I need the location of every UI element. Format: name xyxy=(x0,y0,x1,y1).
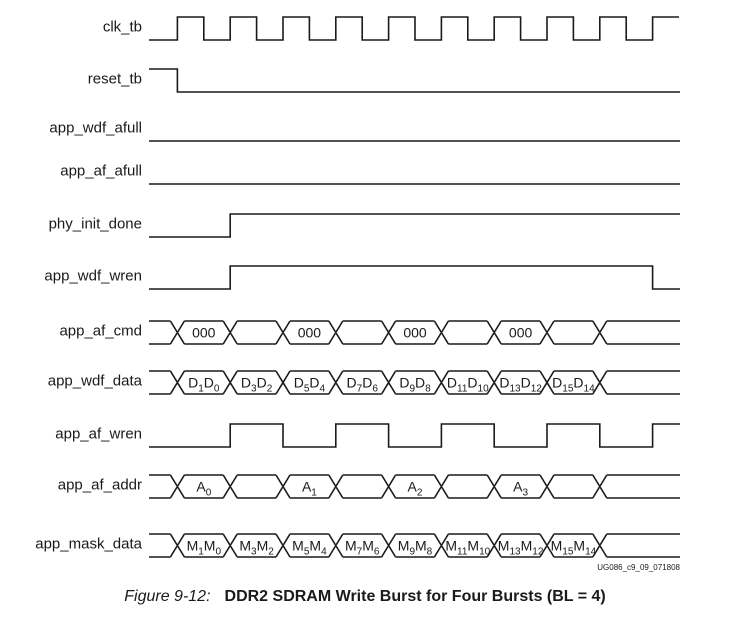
bus-value: M11M10 xyxy=(445,538,490,558)
signal-label-app-af-wren: app_af_wren xyxy=(55,425,142,442)
waveform-app-mask-data: M1M0 M3M2 M5M4 M7M6 M9M8 M11M10 M13M12 M15M14 xyxy=(149,533,680,558)
bus-outline xyxy=(149,533,680,558)
bus-value: A1 xyxy=(302,479,317,499)
waveform-app-wdf-data: D1D0 D3D2 D5D4 D7D6 D9D8 D11D10 D13D12 D15D14 xyxy=(149,370,680,395)
bus-value: D13D12 xyxy=(499,375,542,395)
bus-value: D5D4 xyxy=(294,375,326,395)
waveform-app-af-cmd: 000 000 000 000 xyxy=(149,320,680,345)
figure-caption: Figure 9-12: DDR2 SDRAM Write Burst for F… xyxy=(0,588,730,606)
bus-value: M1M0 xyxy=(187,538,222,558)
bus-value: M5M4 xyxy=(292,538,327,558)
signal-label-app-mask-data: app_mask_data xyxy=(35,535,142,552)
bus-value: A0 xyxy=(196,479,211,499)
bus-value: D9D8 xyxy=(399,375,431,395)
bus-outline xyxy=(149,370,680,395)
waveform-phy-init-done xyxy=(149,213,680,238)
bus-value: 000 xyxy=(298,325,322,341)
bus-outline xyxy=(149,320,680,345)
bus-value: D1D0 xyxy=(188,375,220,395)
figure-number: Figure 9-12: xyxy=(124,588,211,605)
bus-value: M15M14 xyxy=(551,538,597,558)
waveform-app-af-addr: A0 A1 A2 A3 xyxy=(149,474,680,499)
signal-label-clk-tb: clk_tb xyxy=(103,18,142,35)
bus-value: D7D6 xyxy=(347,375,379,395)
waveform-clk-tb xyxy=(149,16,679,41)
bus-value: 000 xyxy=(403,325,427,341)
bus-value: D3D2 xyxy=(241,375,273,395)
signal-labels: clk_tb reset_tb app_wdf_afull app_af_afullp… xyxy=(35,18,142,552)
bus-value: A3 xyxy=(513,479,528,499)
signal-label-app-wdf-wren: app_wdf_wren xyxy=(44,267,142,284)
bus-outline xyxy=(149,474,680,499)
figure-title: DDR2 SDRAM Write Burst for Four Bursts (… xyxy=(224,588,606,605)
signal-label-reset-tb: reset_tb xyxy=(88,70,142,87)
bus-value: D15D14 xyxy=(552,375,595,395)
signal-label-app-af-afull: app_af_afull xyxy=(60,162,142,179)
document-id: UG086_c9_09_071808 xyxy=(597,563,680,572)
bus-value: D11D10 xyxy=(447,375,489,395)
timing-diagram: clk_tb reset_tb app_wdf_afull app_af_afullp… xyxy=(35,16,681,572)
bus-value: 000 xyxy=(192,325,216,341)
bus-value: M9M8 xyxy=(398,538,433,558)
bus-value: 000 xyxy=(509,325,533,341)
waveform-reset-tb xyxy=(149,68,680,93)
bus-value: M3M2 xyxy=(239,538,274,558)
bus-value: M13M12 xyxy=(498,538,544,558)
signal-label-phy-init-done: phy_init_done xyxy=(49,215,142,232)
signal-label-app-af-cmd: app_af_cmd xyxy=(59,322,142,339)
bus-value: A2 xyxy=(408,479,423,499)
waveform-app-wdf-wren xyxy=(149,265,680,290)
waveform-app-af-wren xyxy=(149,423,680,448)
bus-value: M7M6 xyxy=(345,538,380,558)
signal-label-app-wdf-afull: app_wdf_afull xyxy=(49,119,142,136)
signal-label-app-af-addr: app_af_addr xyxy=(58,476,142,493)
signal-label-app-wdf-data: app_wdf_data xyxy=(48,372,143,389)
